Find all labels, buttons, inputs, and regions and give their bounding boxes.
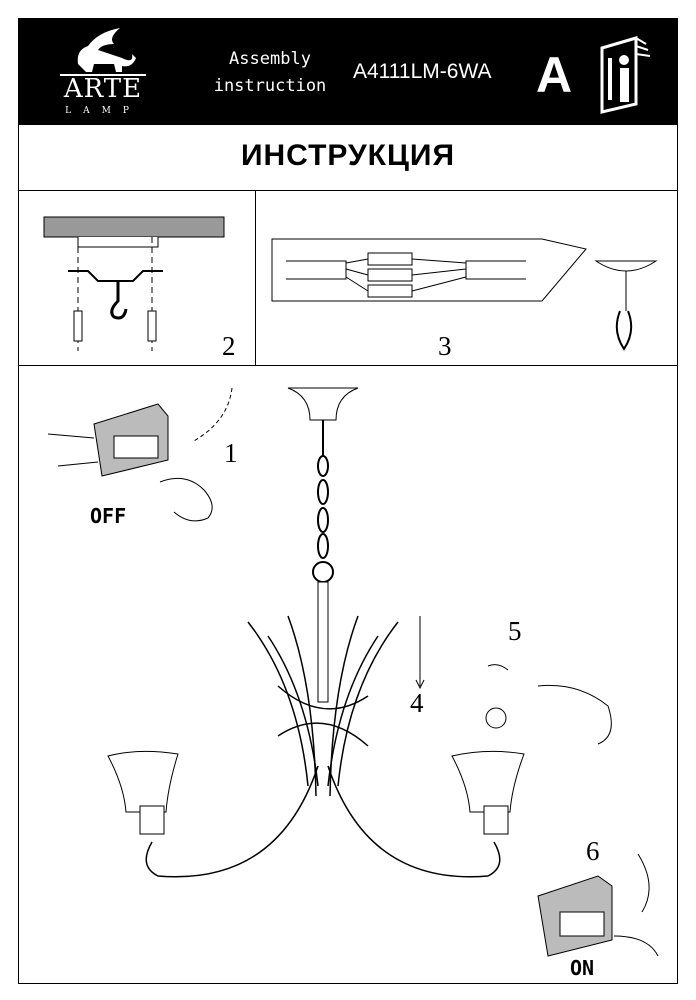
arrow-icon [191, 387, 233, 443]
chandelier-diagram [47, 387, 659, 957]
ceiling-hook-diagram [43, 216, 225, 351]
step-2-panel: 2 [18, 190, 256, 366]
doc-type-line1: Assembly [229, 49, 311, 69]
brand-subtitle: LAMP [65, 106, 141, 116]
wall-switch-off-icon [47, 403, 169, 477]
header-bar: ARTE LAMP Assembly instruction A4111LM-6… [18, 18, 678, 125]
step-5-number: 5 [508, 616, 522, 646]
bulb-icon [485, 707, 507, 729]
on-label: ON [570, 956, 595, 980]
main-assembly-panel: 1 OFF 4 5 6 ON [18, 366, 678, 984]
step-3-number: 3 [438, 331, 452, 361]
step-3-panel: 3 [256, 190, 678, 366]
document-type: Assembly instruction [190, 46, 350, 100]
page-title: ИНСТРУКЦИЯ [240, 139, 456, 172]
arte-lamp-logo: ARTE LAMP [48, 24, 158, 120]
wall-switch-on-icon [537, 875, 659, 957]
section-letter: A [536, 47, 573, 103]
hand-icon [159, 477, 213, 522]
step-6-number: 6 [586, 836, 600, 866]
wiring-diagram [271, 238, 658, 351]
brand-name: ARTE [63, 74, 143, 104]
step-1-number: 1 [224, 438, 238, 468]
winged-lion-icon [60, 28, 146, 76]
model-number: A4111LM-6WA [353, 60, 492, 83]
off-label: OFF [90, 504, 127, 528]
manual-book-icon [600, 35, 651, 114]
rotate-icon [487, 664, 509, 671]
step-4-number: 4 [410, 688, 424, 718]
arrow-icon [637, 853, 650, 913]
step-2-number: 2 [222, 331, 236, 361]
hand-icon [537, 684, 612, 745]
doc-type-line2: instruction [213, 76, 327, 96]
